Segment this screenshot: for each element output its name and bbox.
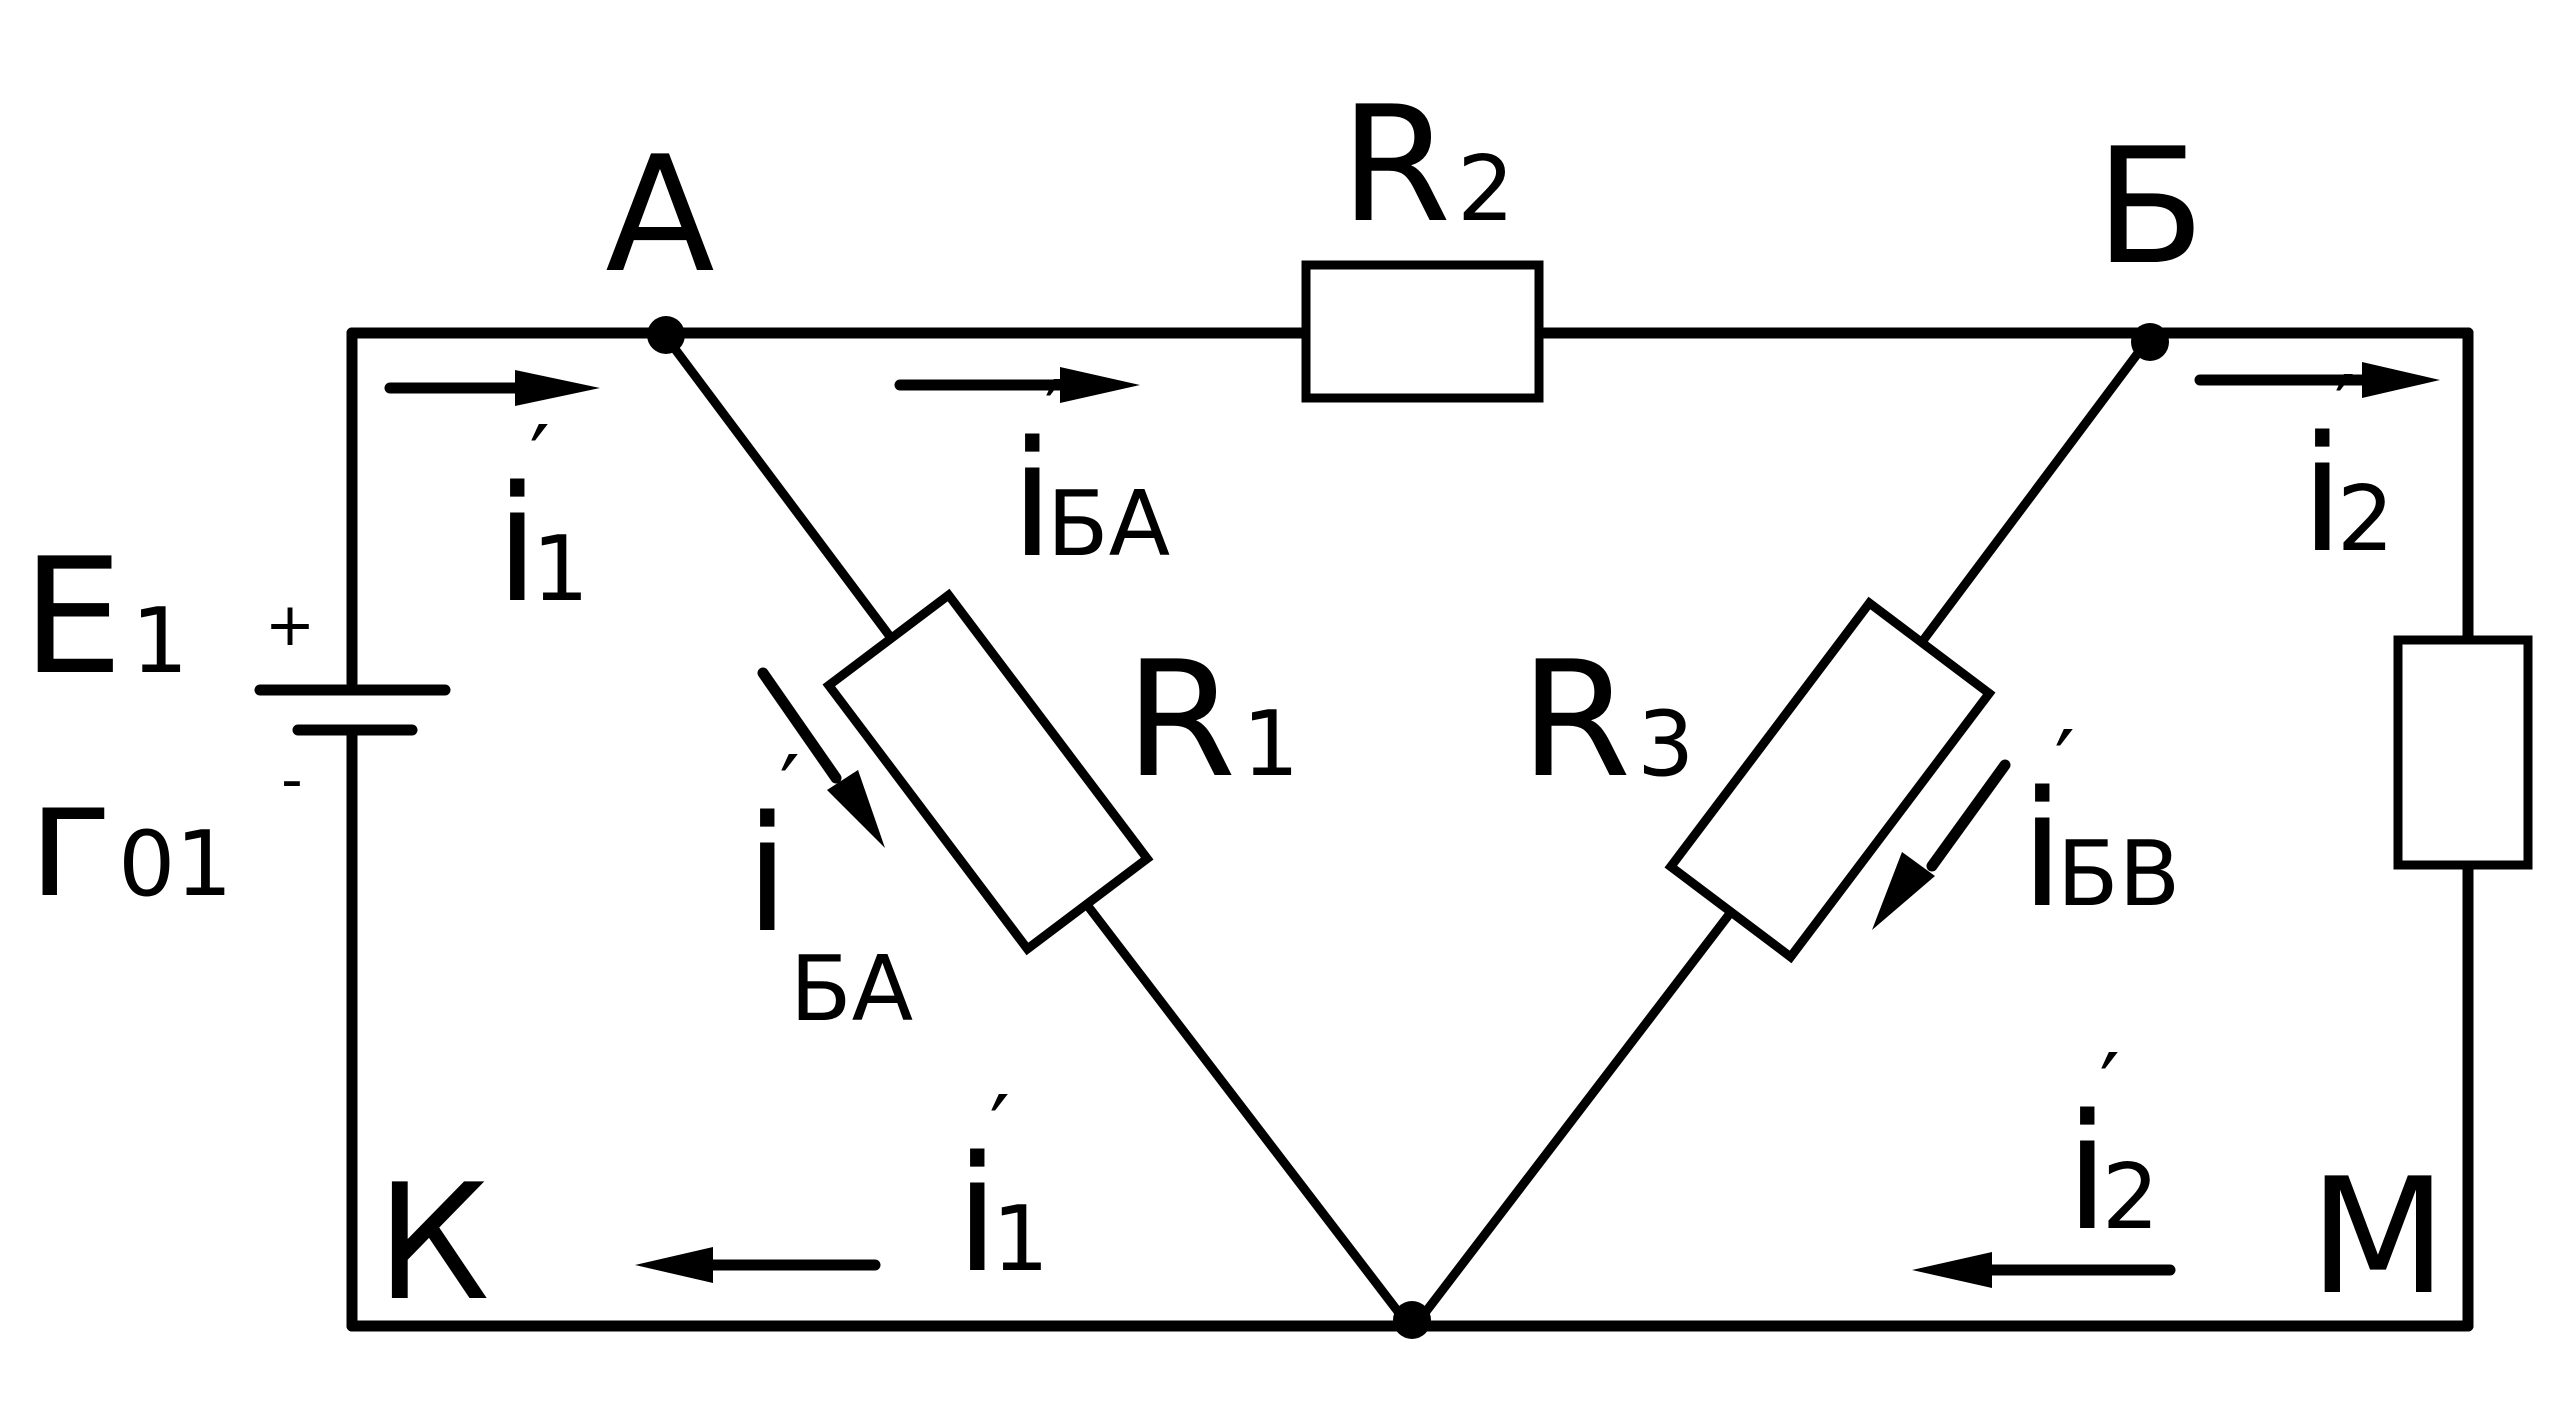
node-label-a: А <box>605 121 714 308</box>
current-i1-bottom-label: i′1 <box>955 1077 1049 1308</box>
arrow-i2-bottom <box>1912 1252 2176 1288</box>
current-ibv-label: i′БВ <box>2020 712 2180 943</box>
resistor-r1 <box>822 588 1154 956</box>
resistor-r1-label: R1 <box>1125 626 1299 813</box>
resistor-r3-label: R3 <box>1520 626 1694 813</box>
resistor-r1-group <box>822 588 1154 956</box>
arrow-i1-bottom <box>635 1247 881 1283</box>
current-i2-bottom-label: i′2 <box>2065 1035 2159 1266</box>
wire-b-r3 <box>1893 332 2155 679</box>
current-i1-top-label: i′1 <box>495 407 589 638</box>
current-arrows <box>384 362 2440 1288</box>
wire-r3-bottom <box>1413 869 1765 1327</box>
node-label-b: Б <box>2095 113 2205 300</box>
battery-plus-sign: + <box>265 590 315 660</box>
node-label-k: К <box>376 1149 490 1336</box>
junction-b <box>2131 323 2169 361</box>
junction-a <box>647 316 685 354</box>
battery-minus-sign: - <box>281 745 303 815</box>
diagonal-wires <box>661 332 2155 1327</box>
arrow-ibv <box>1872 759 2011 930</box>
resistor-r2-label: R2 <box>1340 71 1514 258</box>
current-iba-mid-label: i′БА <box>745 737 913 1042</box>
arrow-i2-top <box>2194 362 2440 398</box>
current-iba-top-label: i′БА <box>1010 362 1170 593</box>
arrow-i1-top <box>384 370 600 406</box>
resistor-r3-group <box>1664 596 1996 964</box>
internal-resistance-label: г01 <box>28 746 233 933</box>
junction-bottom <box>1393 1301 1431 1339</box>
resistor-r2 <box>1301 260 1544 403</box>
wire-a-r1 <box>661 332 923 679</box>
arrow-iba-mid <box>757 667 885 848</box>
emf-label: E1 <box>22 523 188 710</box>
resistor-r4 <box>2393 635 2533 870</box>
wire-r1-bottom <box>1050 858 1411 1327</box>
current-i2-top-label: i′2 <box>2300 357 2394 588</box>
node-label-m: М <box>2309 1143 2447 1330</box>
arrow-iba-top <box>894 367 1140 403</box>
battery: + - <box>254 590 451 815</box>
resistor-r3 <box>1664 596 1996 964</box>
